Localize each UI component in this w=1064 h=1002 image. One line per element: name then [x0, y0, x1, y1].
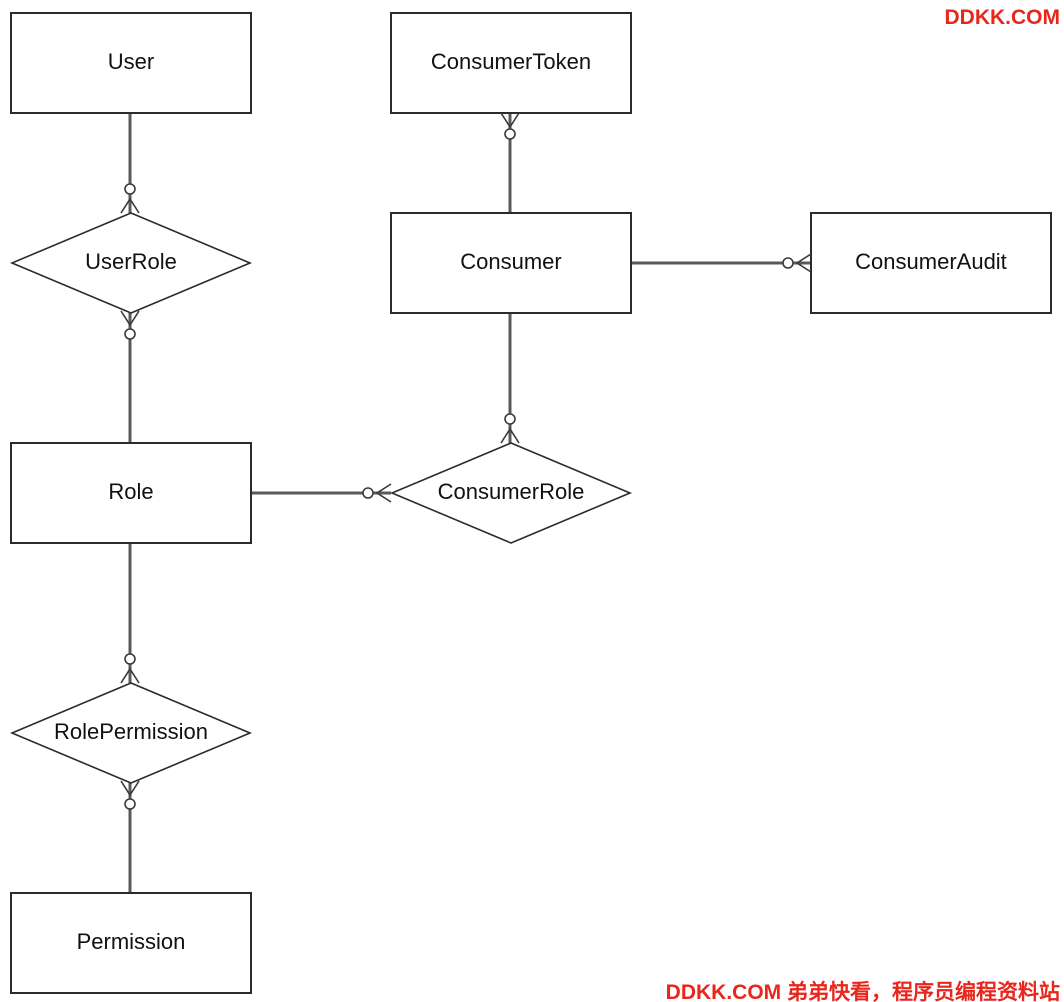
entity-user[interactable]: User — [10, 12, 252, 114]
entity-consumer-label: Consumer — [460, 249, 561, 274]
watermark-bottom: DDKK.COM 弟弟快看，程序员编程资料站 — [665, 981, 1060, 1002]
entity-consumer[interactable]: Consumer — [390, 212, 632, 314]
entity-consumer-token[interactable]: ConsumerToken — [390, 12, 632, 114]
entity-consumer-token-label: ConsumerToken — [431, 49, 591, 74]
entity-role-label: Role — [108, 479, 153, 504]
crows-foot-consumeraudit-icon — [782, 253, 812, 273]
crows-foot-consumerrole-left-icon — [362, 483, 392, 503]
crows-foot-userrole-top-icon — [120, 183, 140, 214]
crows-foot-rolepermission-top-icon — [120, 653, 140, 684]
entity-consumer-audit-label: ConsumerAudit — [855, 249, 1007, 274]
relationship-user-role-label: UserRole — [85, 249, 177, 274]
watermark-top: DDKK.COM — [944, 6, 1061, 29]
entity-role[interactable]: Role — [10, 442, 252, 544]
crows-foot-consumerrole-top-icon — [500, 413, 520, 444]
entity-user-label: User — [108, 49, 154, 74]
relationship-role-permission-label: RolePermission — [54, 719, 208, 744]
relationship-role-permission[interactable]: RolePermission — [9, 682, 253, 784]
crows-foot-userrole-bottom-icon — [120, 310, 140, 340]
entity-consumer-audit[interactable]: ConsumerAudit — [810, 212, 1052, 314]
relationship-consumer-role[interactable]: ConsumerRole — [389, 442, 633, 544]
entity-permission[interactable]: Permission — [10, 892, 252, 994]
relationship-user-role[interactable]: UserRole — [9, 212, 253, 314]
entity-permission-label: Permission — [77, 929, 186, 954]
crows-foot-consumertoken-icon — [500, 112, 520, 140]
crows-foot-rolepermission-bottom-icon — [120, 780, 140, 810]
relationship-consumer-role-label: ConsumerRole — [438, 479, 585, 504]
